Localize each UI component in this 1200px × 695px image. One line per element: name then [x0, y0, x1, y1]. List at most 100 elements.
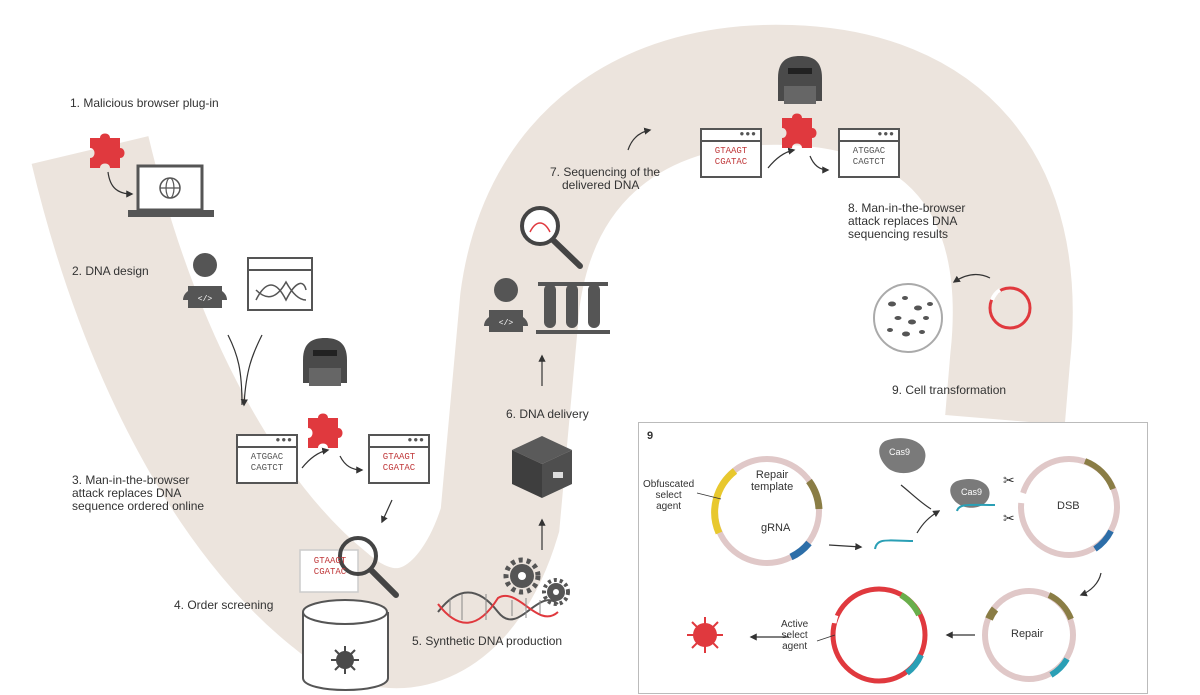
step-8-label: 8. Man-in-the-browser attack replaces DN… — [848, 202, 965, 241]
petri-dish-icon — [873, 283, 943, 353]
puzzle-piece-icon — [308, 413, 343, 448]
active-label: Active select agent — [781, 619, 808, 652]
repair-template-label: Repair template — [751, 469, 793, 493]
arrow-plugin-to-laptop — [107, 171, 134, 198]
dna-design-window-icon — [247, 257, 313, 311]
arrow-to-puzzle — [301, 447, 330, 469]
gears-icon — [503, 557, 570, 606]
seq-line: CGATAC — [382, 463, 416, 473]
puzzle-piece-icon — [90, 133, 125, 168]
arrow-dsb-to-repair — [1079, 572, 1102, 597]
arrow-to-screening — [381, 499, 393, 524]
svg-text:</>: </> — [499, 319, 514, 328]
cas9-complex-icon — [950, 478, 990, 508]
user-laptop-icon: </> — [183, 253, 227, 308]
inset-panel-graphics: ✂ ✂ — [687, 438, 1120, 684]
step-9-label: 9. Cell transformation — [892, 383, 1007, 397]
magnifier-icon — [338, 536, 399, 598]
puzzle-piece-icon — [782, 113, 817, 148]
step-3-line-3: sequence ordered online — [72, 499, 205, 513]
virus-icon — [331, 646, 359, 674]
seq-line: GTAAGT — [313, 556, 347, 566]
step-3-line-2: attack replaces DNA — [72, 486, 182, 500]
seq-line: CGATAC — [714, 157, 748, 167]
hooded-hacker-icon — [778, 56, 822, 104]
rt-line-1: Repair — [755, 469, 789, 481]
repair-label: Repair — [1011, 628, 1044, 640]
sequence-window-malicious-8: ●●● GTAAGT CGATAC — [700, 128, 762, 178]
screening-doc-icon — [299, 549, 359, 593]
step-1-label: 1. Malicious browser plug-in — [70, 96, 219, 110]
act-line-1: Active — [781, 619, 809, 630]
step-8-line-3: sequencing results — [848, 227, 949, 241]
arrow-to-puzzle-8 — [767, 147, 796, 169]
obf-line-2: select — [655, 490, 682, 501]
seq-line: CGATAC — [313, 567, 347, 577]
active-leader-line — [816, 634, 836, 642]
act-line-3: agent — [782, 641, 808, 652]
act-line-2: select — [781, 630, 808, 641]
obfuscated-plasmid — [711, 456, 823, 566]
obf-line-3: agent — [656, 501, 682, 512]
sequence-screening-doc: GTAAGT CGATAC — [302, 552, 358, 592]
database-cylinder-icon — [302, 599, 389, 691]
arrow-grna-to-cas9 — [828, 543, 863, 551]
obfuscated-leader-line — [696, 492, 722, 500]
converging-arrows-cas9 — [900, 484, 939, 534]
seq-line: CAGTCT — [250, 463, 284, 473]
grna-in-complex — [956, 503, 996, 512]
step-3-line-1: 3. Man-in-the-browser — [72, 473, 190, 487]
step-8-line-1: 8. Man-in-the-browser — [848, 201, 966, 215]
step-7-line-2: delivered DNA — [562, 178, 640, 192]
grna-strand — [874, 539, 914, 550]
grna-label: gRNA — [761, 522, 791, 534]
dsb-plasmid — [1017, 456, 1120, 558]
step-4-label: 4. Order screening — [174, 598, 274, 612]
sequence-window-malicious-3: ●●● GTAAGT CGATAC — [368, 434, 430, 484]
magnifier-icon — [520, 206, 583, 269]
plasmid-icon — [988, 286, 1032, 330]
arrow-from-puzzle-8 — [809, 155, 830, 174]
panel-number: 9 — [647, 430, 654, 442]
package-box-icon — [512, 436, 572, 498]
laptop-globe-icon — [128, 164, 214, 217]
obf-line-1: Obfuscated — [643, 479, 695, 490]
scissors-icon: ✂ — [1003, 472, 1015, 488]
virus-icon — [687, 617, 723, 653]
dna-helix-icon — [437, 591, 559, 624]
seq-line: CAGTCT — [852, 157, 886, 167]
inset-panel-9: ✂ ✂ — [638, 422, 1148, 694]
cas9-protein-icon — [879, 438, 926, 474]
sequence-window-original-8: ●●● ATGGAC CAGTCT — [838, 128, 900, 178]
arrow-to-sequencing-label — [627, 127, 652, 151]
step-7-line-1: 7. Sequencing of the — [550, 165, 661, 179]
seq-line: ATGGAC — [250, 452, 284, 462]
step-5-label: 5. Synthetic DNA production — [412, 634, 563, 648]
step-3-label: 3. Man-in-the-browser attack replaces DN… — [72, 474, 204, 513]
active-plasmid — [829, 586, 928, 684]
step-7-label: 7. Sequencing of the delivered DNA — [550, 166, 660, 192]
seq-line: GTAAGT — [382, 452, 416, 462]
rt-line-2: template — [751, 481, 794, 493]
repair-plasmid — [982, 588, 1076, 682]
arrow-from-puzzle — [339, 455, 364, 474]
svg-text:</>: </> — [198, 295, 213, 304]
sequence-window-original-3: ●●● ATGGAC CAGTCT — [236, 434, 298, 484]
workflow-path-band — [31, 24, 1073, 689]
arrow-plasmid-to-dish — [952, 273, 991, 283]
test-tubes-icon — [536, 282, 610, 334]
step-2-label: 2. DNA design — [72, 264, 149, 278]
converging-arrows — [227, 334, 263, 405]
cas9-label: Cas9 — [889, 447, 911, 457]
seq-line: ATGGAC — [852, 146, 886, 156]
obfuscated-label: Obfuscated select agent — [643, 479, 694, 512]
dsb-label: DSB — [1057, 500, 1080, 512]
step-6-label: 6. DNA delivery — [506, 407, 589, 421]
cas9-complex-label: Cas9 — [961, 487, 983, 497]
user-laptop-icon: </> — [484, 278, 528, 332]
step-8-line-2: attack replaces DNA — [848, 214, 958, 228]
scissors-icon: ✂ — [1003, 510, 1015, 526]
seq-line: GTAAGT — [714, 146, 748, 156]
hooded-hacker-icon — [303, 338, 347, 386]
